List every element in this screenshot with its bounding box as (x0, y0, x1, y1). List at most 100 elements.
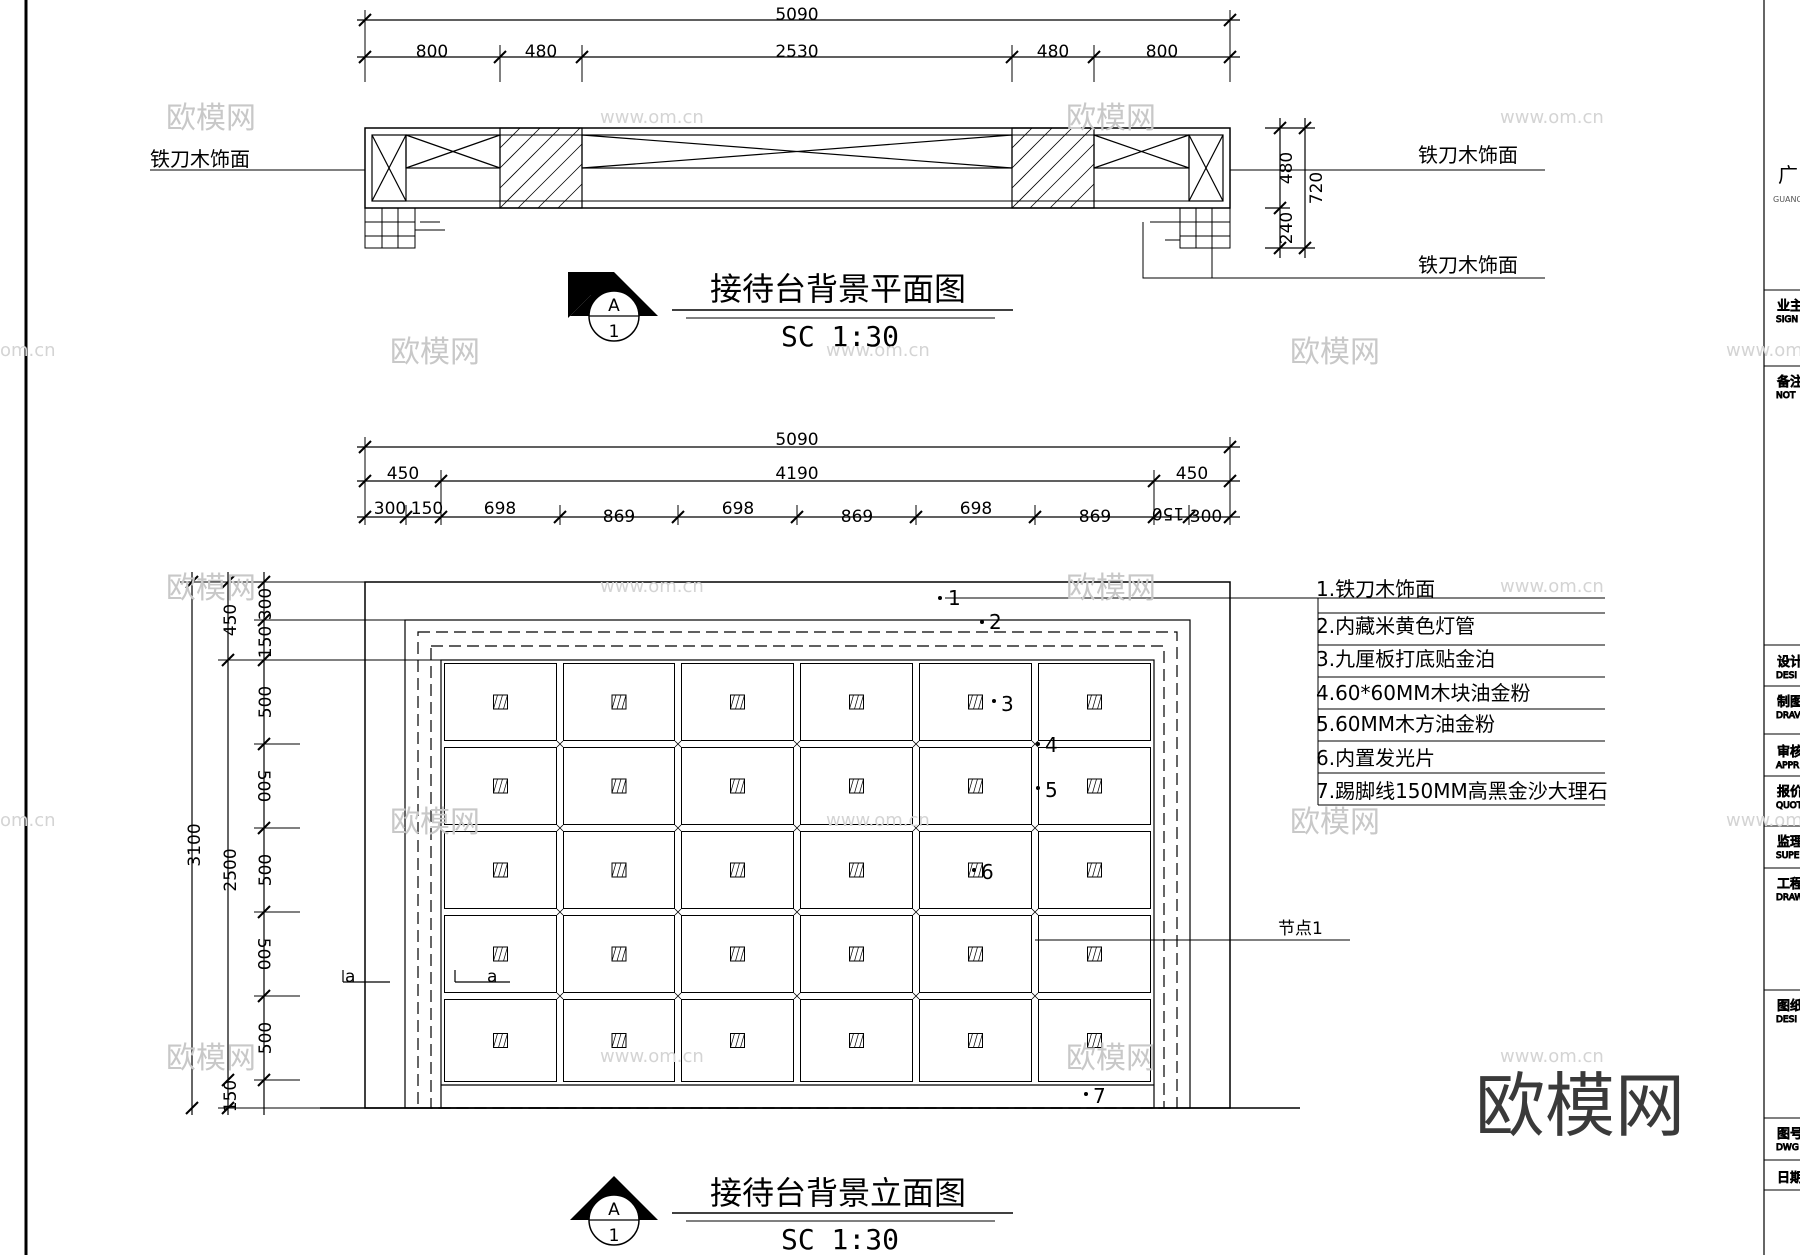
title-block-label: 制图 (1777, 695, 1800, 710)
title-block-label: 监理 (1777, 835, 1800, 850)
svg-text:欧模网: 欧模网 (390, 805, 480, 840)
title-block-label: 审核 (1777, 745, 1800, 760)
coffer-panel (681, 663, 794, 741)
title-block-label: 图纸 (1777, 999, 1800, 1014)
svg-text:www.om.cn: www.om.cn (600, 1046, 704, 1067)
watermarks: 欧模网 欧模网 欧模网 欧模网 欧模网 欧模网 欧模网 欧模网 欧模网 欧模网 … (0, 101, 1800, 1076)
plan-dim-seg: 480 (1037, 42, 1069, 62)
elev-dim-left-inner: 500 (253, 938, 273, 970)
coffer-panel (444, 999, 557, 1082)
coffer-panel (681, 999, 794, 1082)
svg-text:www.om.cn: www.om.cn (826, 340, 930, 361)
svg-text:欧模网: 欧模网 (1290, 805, 1380, 840)
elev-dim-left-mid: 450 (221, 604, 241, 636)
legend-item: 3.九厘板打底贴金泊 (1316, 647, 1495, 671)
elev-dim-left-inner: 500 (256, 686, 276, 718)
elev-dim-row2: 450 (387, 464, 419, 484)
elev-dim-left-inner: 500 (253, 770, 273, 802)
svg-text:www.om.cn: www.om.cn (600, 576, 704, 597)
title-block-sublabel: SUPE (1776, 851, 1800, 861)
light-insert (849, 694, 864, 710)
plan-scale: SC 1:30 (781, 320, 899, 353)
title-block-sublabel: QUOT (1776, 801, 1800, 811)
coffer-panel (563, 915, 675, 993)
title-block-sublabel: SIGN (1776, 315, 1798, 325)
light-insert (849, 1033, 864, 1048)
panel-grid (444, 663, 1151, 1082)
elev-dim-row3: 869 (603, 507, 635, 527)
plan-dim-seg: 800 (1146, 42, 1178, 62)
coffer-panel (800, 747, 913, 825)
title-block: 业主SIGN备注NOT设计DESI制图DRAV审核APPR报价QUOT监理SUP… (1764, 289, 1800, 1191)
light-insert (968, 946, 983, 962)
material-legend: 1.铁刀木饰面 2.内藏米黄色灯管 3.九厘板打底贴金泊 4.60*60MM木块… (1316, 577, 1608, 803)
elev-dim-row3: 698 (484, 499, 516, 519)
svg-text:欧模网: 欧模网 (1290, 335, 1380, 370)
coffer-panel (563, 747, 675, 825)
title-block-sublabel: DESI (1776, 671, 1797, 681)
coffer-panel (681, 915, 794, 993)
elev-marker-number: 1 (609, 1226, 620, 1246)
elev-dim-left-inner: 500 (256, 854, 276, 886)
light-insert (1087, 946, 1102, 962)
plan-title: 接待台背景平面图 (710, 270, 966, 308)
title-block-label: 图号 (1777, 1127, 1800, 1142)
light-insert (968, 778, 983, 794)
callout-number: 3 (1001, 692, 1014, 716)
svg-text:www.om.cn: www.om.cn (1500, 1046, 1604, 1067)
plan-section-marker (568, 272, 1013, 342)
light-insert (611, 778, 627, 794)
light-insert (968, 862, 983, 878)
elev-dim-total: 5090 (775, 430, 818, 450)
plan-dim-right: 480 (1277, 152, 1297, 184)
legend-item: 4.60*60MM木块油金粉 (1316, 681, 1531, 705)
title-block-sublabel: APPR (1776, 761, 1799, 771)
light-insert (1087, 694, 1102, 710)
elev-marker-letter: A (608, 1200, 620, 1220)
light-insert (849, 946, 864, 962)
sheet-frame (24, 0, 1765, 1255)
coffer-panel (444, 915, 557, 993)
svg-text:欧模网: 欧模网 (166, 571, 256, 606)
title-block-sublabel: NOT (1776, 391, 1796, 401)
company-name-en: GUANG (1773, 195, 1800, 204)
svg-text:www.om.cn: www.om.cn (600, 107, 704, 128)
coffer-panel (1038, 831, 1151, 909)
coffer-panel (919, 663, 1032, 741)
elev-dim-row3: 150 (411, 499, 443, 519)
coffer-panel (1038, 663, 1151, 741)
coffer-panel (563, 663, 675, 741)
company-name-cn: 广 (1778, 163, 1798, 187)
coffer-panel (800, 663, 913, 741)
light-insert (493, 946, 508, 962)
light-insert (968, 1033, 983, 1048)
light-insert (611, 946, 627, 962)
legend-item: 2.内藏米黄色灯管 (1316, 614, 1475, 638)
title-block-sublabel: DRAWI (1776, 893, 1800, 903)
plan-label-right-bottom: 铁刀木饰面 (1418, 253, 1518, 277)
legend-item: 5.60MM木方油金粉 (1316, 712, 1495, 736)
coffer-panel (563, 831, 675, 909)
elev-dim-row2: 450 (1176, 464, 1208, 484)
elev-dim-left-inner: 150 (256, 626, 276, 658)
light-insert (611, 694, 627, 710)
coffer-panel (800, 915, 913, 993)
title-block-label: 业主 (1777, 299, 1800, 314)
light-insert (1087, 862, 1102, 878)
coffer-panel (919, 747, 1032, 825)
svg-text:om.cn: om.cn (0, 810, 56, 831)
plan-marker-letter: A (608, 296, 620, 316)
elev-dim-row3: 698 (960, 499, 992, 519)
light-insert (1087, 778, 1102, 794)
coffer-panel (1038, 999, 1151, 1082)
svg-text:www.om.cn: www.om.cn (826, 810, 930, 831)
coffer-panel (919, 999, 1032, 1082)
coffer-panel (919, 915, 1032, 993)
legend-item: 7.踢脚线150MM高黑金沙大理石 (1316, 779, 1608, 803)
callout-number: 6 (981, 860, 994, 884)
coffer-panel (444, 747, 557, 825)
light-insert (968, 694, 983, 710)
coffer-panel (1038, 915, 1151, 993)
svg-text:www.om.cn: www.om.cn (1726, 340, 1800, 361)
